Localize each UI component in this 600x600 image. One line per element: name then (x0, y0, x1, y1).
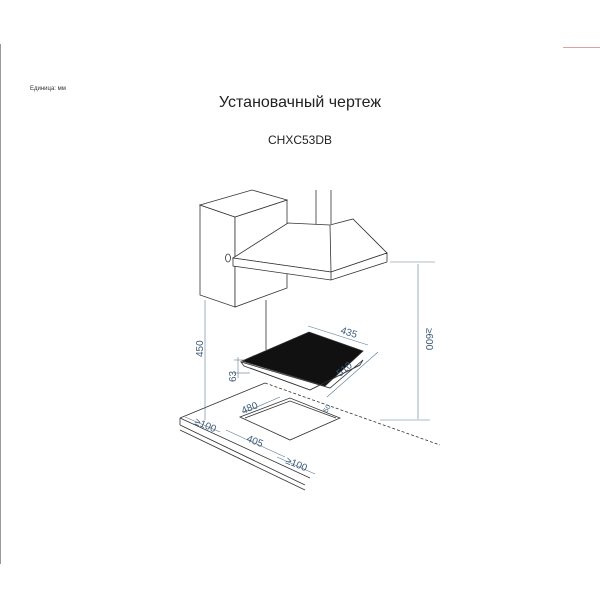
countertop (179, 382, 441, 491)
wall-cabinet (198, 189, 289, 308)
dim-600: ≥600 (423, 328, 434, 351)
dim-back-clearance: 50 (323, 404, 333, 414)
hob (239, 331, 364, 391)
dim-line-480 (242, 396, 281, 414)
page-title: Установачный чертеж (218, 94, 382, 111)
page-border (0, 44, 1, 564)
range-hood (231, 190, 388, 281)
dim-435: 435 (339, 325, 359, 341)
model-number: CHXC53DB (267, 133, 333, 147)
dim-side-clearance: ≥100 (193, 417, 218, 436)
dim-line-510 (326, 351, 379, 398)
dim-450: 450 (195, 340, 206, 357)
dim-line-405 (225, 429, 286, 458)
dim-405: 405 (245, 434, 265, 451)
dim-line-435 (307, 325, 369, 346)
dim-63: 63 (228, 370, 239, 382)
unit-label: Единица: мм (30, 86, 66, 92)
corner-mark (563, 47, 600, 48)
